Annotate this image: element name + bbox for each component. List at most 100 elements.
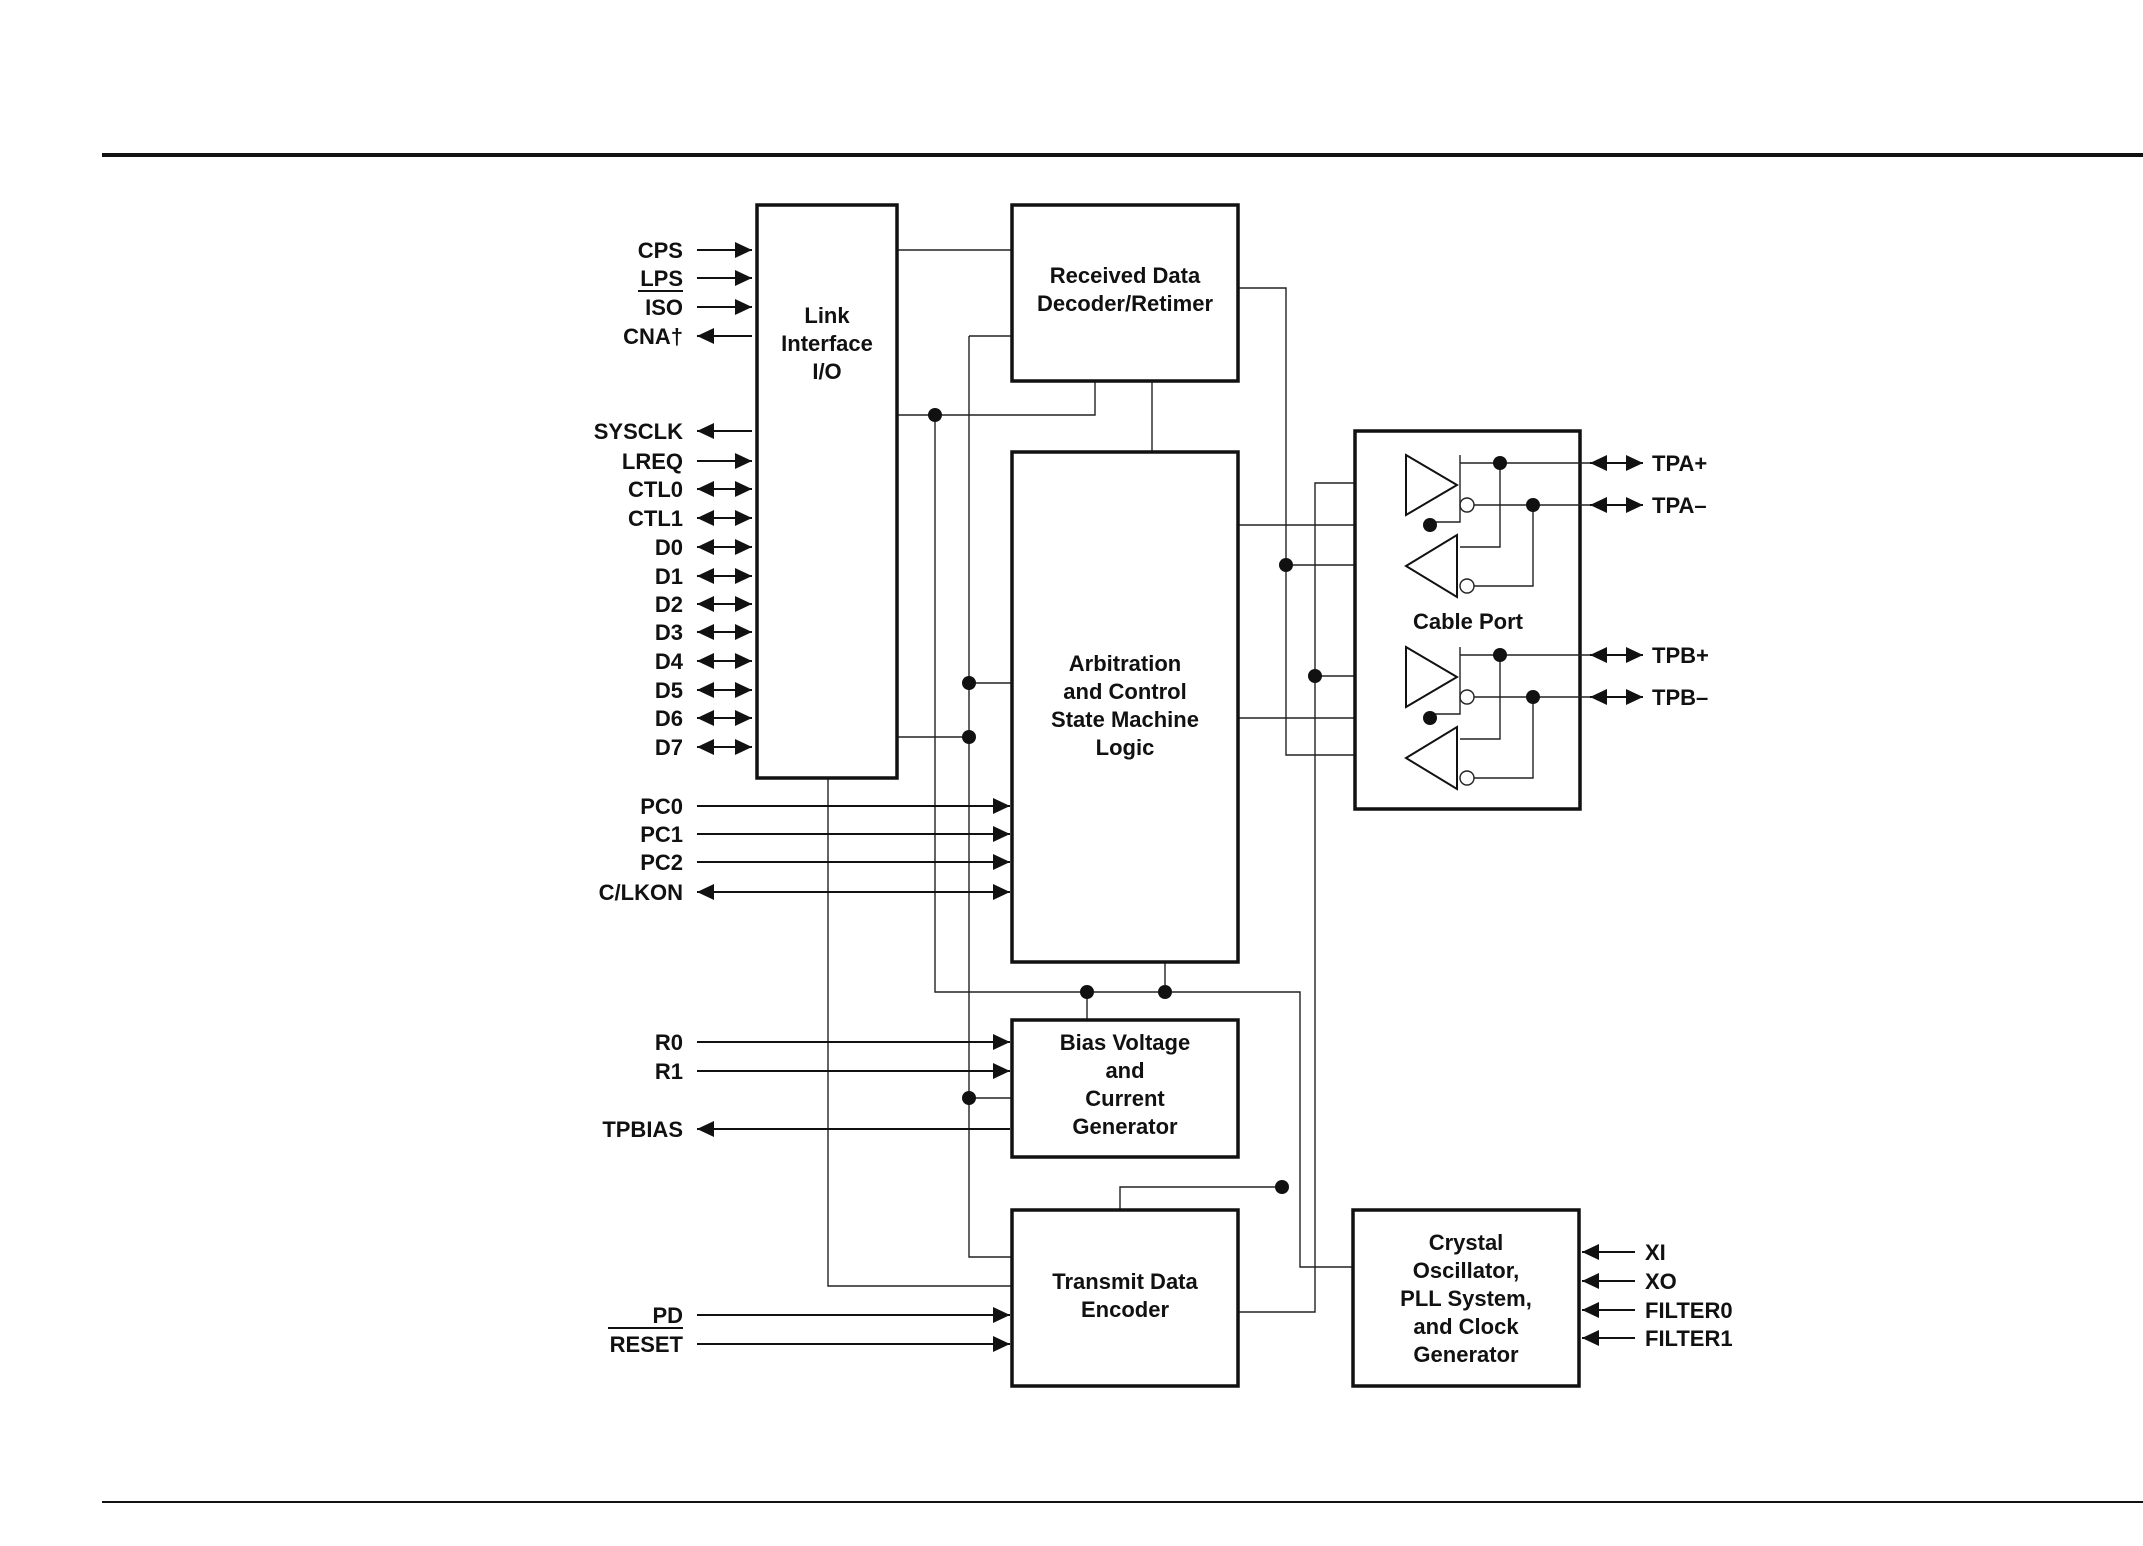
block-text: Arbitration <box>1069 651 1181 676</box>
pin-label: TPBIAS <box>602 1117 683 1142</box>
pin-label: LPS <box>640 266 683 291</box>
pin-label: RESET <box>610 1332 684 1357</box>
pin-r0: R0 <box>655 1030 1010 1055</box>
block-text: Received Data <box>1050 263 1201 288</box>
pin-label: C/LKON <box>599 880 683 905</box>
pin-d3: D3 <box>655 620 752 645</box>
pin-label: R0 <box>655 1030 683 1055</box>
pin-d1: D1 <box>655 564 752 589</box>
cable-port-internals <box>1404 453 1595 791</box>
pin-lps: LPS <box>640 266 752 291</box>
pin-ctl1: CTL1 <box>628 506 752 531</box>
bias-generator-label: Bias Voltage and Current Generator <box>1060 1030 1190 1139</box>
block-text: PLL System, <box>1400 1286 1532 1311</box>
pin-d4: D4 <box>655 649 752 674</box>
block-text: Bias Voltage <box>1060 1030 1190 1055</box>
block-text: Generator <box>1072 1114 1178 1139</box>
block-text: Logic <box>1096 735 1155 760</box>
pin-label: D1 <box>655 564 683 589</box>
pin-filter1: FILTER1 <box>1582 1326 1733 1351</box>
pin-label: D0 <box>655 535 683 560</box>
pin-tpbias: TPBIAS <box>602 1117 1010 1142</box>
pin-c-lkon: C/LKON <box>599 880 1010 905</box>
cable-port-label: Cable Port <box>1413 609 1524 634</box>
pin-sysclk: SYSCLK <box>594 419 752 444</box>
block-text: Encoder <box>1081 1297 1169 1322</box>
pin-tpa: TPA– <box>1590 493 1707 518</box>
pin-label: XI <box>1645 1240 1666 1265</box>
block-text: Crystal <box>1429 1230 1504 1255</box>
pin-tpb: TPB– <box>1590 685 1708 710</box>
bias-generator-block <box>1010 1018 1240 1159</box>
pin-label: D7 <box>655 735 683 760</box>
pin-label: XO <box>1645 1269 1677 1294</box>
block-text: State Machine <box>1051 707 1199 732</box>
link-interface-label: Link Interface I/O <box>781 303 873 384</box>
pin-d2: D2 <box>655 592 752 617</box>
pin-label: CPS <box>638 238 683 263</box>
rx-decoder-label: Received Data Decoder/Retimer <box>1037 263 1214 316</box>
pin-label: PD <box>652 1303 683 1328</box>
block-text: and Clock <box>1413 1314 1519 1339</box>
oscillator-label: Crystal Oscillator, PLL System, and Cloc… <box>1400 1230 1532 1367</box>
pin-d6: D6 <box>655 706 752 731</box>
arbitration-block <box>1010 450 1240 964</box>
junction-dots <box>928 408 1540 1194</box>
link-interface-block <box>755 203 899 780</box>
pin-label: TPA– <box>1652 493 1707 518</box>
pin-label: ISO <box>645 295 683 320</box>
block-text: Decoder/Retimer <box>1037 291 1214 316</box>
pin-cna: CNA† <box>623 324 752 349</box>
external-pins: CPSLPSISOCNA†SYSCLKLREQCTL0CTL1D0D1D2D3D… <box>594 238 1733 1357</box>
pin-pd: PD <box>652 1303 1010 1328</box>
pin-cps: CPS <box>638 238 752 263</box>
block-text: Oscillator, <box>1413 1258 1519 1283</box>
rx-decoder-block <box>1010 203 1240 383</box>
pin-iso: ISO <box>638 290 752 320</box>
pin-label: D2 <box>655 592 683 617</box>
block-text: Current <box>1085 1086 1165 1111</box>
pin-label: D6 <box>655 706 683 731</box>
pin-label: PC0 <box>640 794 683 819</box>
cable-port-block <box>1353 429 1582 811</box>
pin-pc2: PC2 <box>640 850 1010 875</box>
pin-d0: D0 <box>655 535 752 560</box>
pin-label: CTL1 <box>628 506 683 531</box>
pin-label: D3 <box>655 620 683 645</box>
pin-label: SYSCLK <box>594 419 683 444</box>
pin-label: D5 <box>655 678 683 703</box>
tx-encoder-block <box>1010 1208 1240 1388</box>
pin-label: FILTER1 <box>1645 1326 1733 1351</box>
pin-label: PC1 <box>640 822 683 847</box>
pin-d5: D5 <box>655 678 752 703</box>
pin-label: R1 <box>655 1059 683 1084</box>
pin-label: CNA† <box>623 324 683 349</box>
pin-xo: XO <box>1582 1269 1677 1294</box>
pin-reset: RESET <box>608 1327 1010 1357</box>
block-text: and <box>1105 1058 1144 1083</box>
pin-filter0: FILTER0 <box>1582 1298 1733 1323</box>
pin-r1: R1 <box>655 1059 1010 1084</box>
pin-tpb: TPB+ <box>1590 643 1709 668</box>
block-text: I/O <box>812 359 841 384</box>
pin-label: FILTER0 <box>1645 1298 1733 1323</box>
pin-xi: XI <box>1582 1240 1666 1265</box>
pin-label: CTL0 <box>628 477 683 502</box>
tx-encoder-label: Transmit Data Encoder <box>1052 1269 1198 1322</box>
block-text: and Control <box>1063 679 1186 704</box>
pin-label: D4 <box>655 649 684 674</box>
pin-tpa: TPA+ <box>1590 451 1707 476</box>
pin-ctl0: CTL0 <box>628 477 752 502</box>
pin-label: TPB+ <box>1652 643 1709 668</box>
internal-wiring <box>827 249 1431 1313</box>
block-text: Link <box>804 303 850 328</box>
pin-label: PC2 <box>640 850 683 875</box>
pin-label: TPB– <box>1652 685 1708 710</box>
pin-pc0: PC0 <box>640 794 1010 819</box>
pin-lreq: LREQ <box>622 449 752 474</box>
pin-label: TPA+ <box>1652 451 1707 476</box>
pin-pc1: PC1 <box>640 822 1010 847</box>
arbitration-label: Arbitration and Control State Machine Lo… <box>1051 651 1199 760</box>
pin-d7: D7 <box>655 735 752 760</box>
